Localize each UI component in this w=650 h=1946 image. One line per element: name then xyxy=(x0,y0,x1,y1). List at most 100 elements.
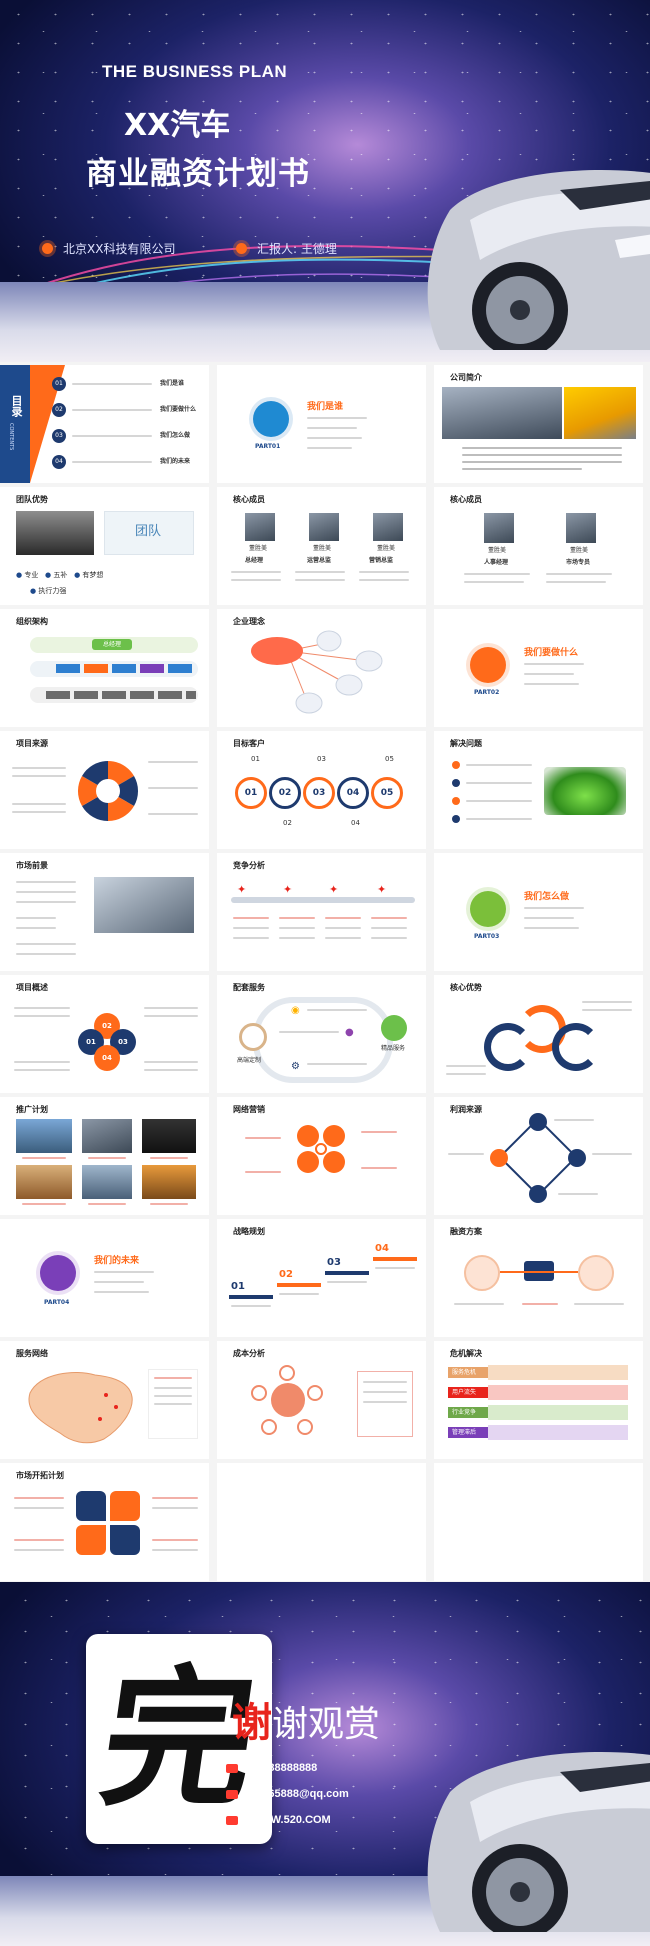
slide-core-members-1[interactable]: 核心成员 董胜美 董胜美 董胜美 总经理 运营总监 营销总监 xyxy=(217,487,426,605)
text-line xyxy=(462,461,622,463)
text-line xyxy=(233,927,269,929)
runner-icon: ✦ xyxy=(237,883,247,896)
closing-slide[interactable]: 完 谢谢观赏 16888888888 14865888@qq.com WWW.5… xyxy=(0,1582,650,1946)
slide-market-plan[interactable]: 市场开拓计划 xyxy=(0,1463,209,1581)
bullet-icon xyxy=(452,779,460,787)
slide-title: 成本分析 xyxy=(233,1349,265,1358)
caption-line xyxy=(22,1157,66,1159)
text-line xyxy=(14,1549,64,1551)
phone-text: 16888888888 xyxy=(250,1762,318,1774)
text-line xyxy=(14,1061,70,1063)
reporter-meta: 汇报人: 王德理 xyxy=(236,240,337,257)
text-line xyxy=(359,571,409,573)
slide-part03[interactable]: 我们怎么做 PART03 xyxy=(434,853,643,971)
slide-title: 项目来源 xyxy=(16,739,48,748)
part-label: PART01 xyxy=(255,443,281,450)
member-role: 人事经理 xyxy=(484,559,509,566)
text-line xyxy=(16,953,76,955)
slide-empty xyxy=(434,1463,643,1581)
text-line xyxy=(361,1131,397,1133)
text-line xyxy=(524,917,574,919)
monitor-icon xyxy=(568,1149,586,1167)
service-label: 精品服务 xyxy=(381,1045,406,1052)
step-bar xyxy=(325,1271,369,1275)
slide-service[interactable]: 配套服务 高端定制 精品服务 ◉ ● ⚙ xyxy=(217,975,426,1093)
slide-concept[interactable]: 企业理念 xyxy=(217,609,426,727)
slide-part04[interactable]: 我们的未来 PART04 xyxy=(0,1219,209,1337)
crisis-tag: 服务危机 xyxy=(448,1367,488,1378)
slide-toc[interactable]: 目录 CONTENTS 01 我们是谁 02 我们要做什么 03 我们怎么做 0… xyxy=(0,365,209,483)
target-circle: 02 xyxy=(269,777,301,809)
cover-slide[interactable]: THE BUSINESS PLAN XX汽车 商业融资计划书 北京XX科技有限公… xyxy=(0,0,650,362)
slide-crisis[interactable]: 危机解决 服务危机 用户流失 行业竞争 管理滞后 xyxy=(434,1341,643,1459)
slide-promo[interactable]: 推广计划 xyxy=(0,1097,209,1215)
text-line xyxy=(16,943,76,945)
source-pie-chart xyxy=(77,761,139,821)
slide-network[interactable]: 服务网络 xyxy=(0,1341,209,1459)
text-line xyxy=(14,1015,70,1017)
slide-compete[interactable]: 竞争分析 ✦ ✦ ✦ ✦ xyxy=(217,853,426,971)
presentation-icon xyxy=(470,891,506,927)
text-line xyxy=(546,573,612,575)
text-line xyxy=(245,1171,281,1173)
text-line xyxy=(524,663,584,665)
slide-team[interactable]: 团队优势 团队 ● 专业 ● 五补 ● 有梦想 ● 执行力强 xyxy=(0,487,209,605)
text-line xyxy=(72,461,152,463)
lock-icon xyxy=(381,1015,407,1041)
text-line xyxy=(12,803,66,805)
slide-net-marketing[interactable]: 网络营销 xyxy=(217,1097,426,1215)
slide-title: 核心成员 xyxy=(233,495,265,504)
compete-bar xyxy=(231,897,415,903)
text-line xyxy=(279,917,315,919)
slide-finance[interactable]: 融资方案 xyxy=(434,1219,643,1337)
text-line xyxy=(16,901,76,903)
text-line xyxy=(371,917,407,919)
text-line xyxy=(14,1007,70,1009)
slide-profit[interactable]: 利润来源 xyxy=(434,1097,643,1215)
slide-overview[interactable]: 项目概述 02 01 03 04 xyxy=(0,975,209,1093)
slide-part01[interactable]: 我们是谁 PART01 xyxy=(217,365,426,483)
mail-icon xyxy=(226,1789,238,1799)
slide-org[interactable]: 组织架构 总经理 xyxy=(0,609,209,727)
text-line xyxy=(466,782,532,784)
thanks-red-char: 谢 xyxy=(232,1700,272,1746)
toc-num: 01 xyxy=(52,377,66,391)
text-line xyxy=(582,1009,632,1011)
email-text: 14865888@qq.com xyxy=(250,1788,349,1800)
slide-problem[interactable]: 解决问题 xyxy=(434,731,643,849)
cost-node xyxy=(279,1365,295,1381)
text-line xyxy=(363,1401,407,1403)
target-label: 02 xyxy=(283,819,292,827)
slide-source[interactable]: 项目来源 xyxy=(0,731,209,849)
keyboard-photo xyxy=(94,877,194,933)
org-box xyxy=(168,664,192,673)
slide-core-members-2[interactable]: 核心成员 董胜美 董胜美 人事经理 市场专员 xyxy=(434,487,643,605)
slide-title: 竞争分析 xyxy=(233,861,265,870)
screen-photo xyxy=(142,1119,196,1153)
text-line xyxy=(16,927,56,929)
text-line xyxy=(454,1303,504,1305)
bullet-icon xyxy=(452,815,460,823)
slide-company-intro[interactable]: 公司简介 xyxy=(434,365,643,483)
step-num: 02 xyxy=(279,1269,293,1280)
contact-web: WWW.520.COM xyxy=(226,1814,331,1826)
text-line xyxy=(522,1303,558,1305)
slide-title: 战略规划 xyxy=(233,1227,265,1236)
cost-node xyxy=(307,1385,323,1401)
text-line xyxy=(546,581,606,583)
caption-line xyxy=(88,1157,126,1159)
slide-part02[interactable]: 我们要做什么 PART02 xyxy=(434,609,643,727)
member-name: 董胜美 xyxy=(249,545,268,552)
slide-strategy[interactable]: 战略规划 01 02 03 04 xyxy=(217,1219,426,1337)
slide-cost[interactable]: 成本分析 xyxy=(217,1341,426,1459)
text-line xyxy=(466,818,532,820)
text-line xyxy=(16,891,76,893)
text-line xyxy=(464,573,530,575)
text-line xyxy=(231,571,281,573)
text-line xyxy=(14,1507,64,1509)
slide-core-advantage[interactable]: 核心优势 xyxy=(434,975,643,1093)
slide-market[interactable]: 市场前景 xyxy=(0,853,209,971)
text-line xyxy=(279,937,315,939)
step-num: 01 xyxy=(231,1281,245,1292)
slide-target[interactable]: 目标客户 01 03 05 01 02 03 04 05 02 04 xyxy=(217,731,426,849)
